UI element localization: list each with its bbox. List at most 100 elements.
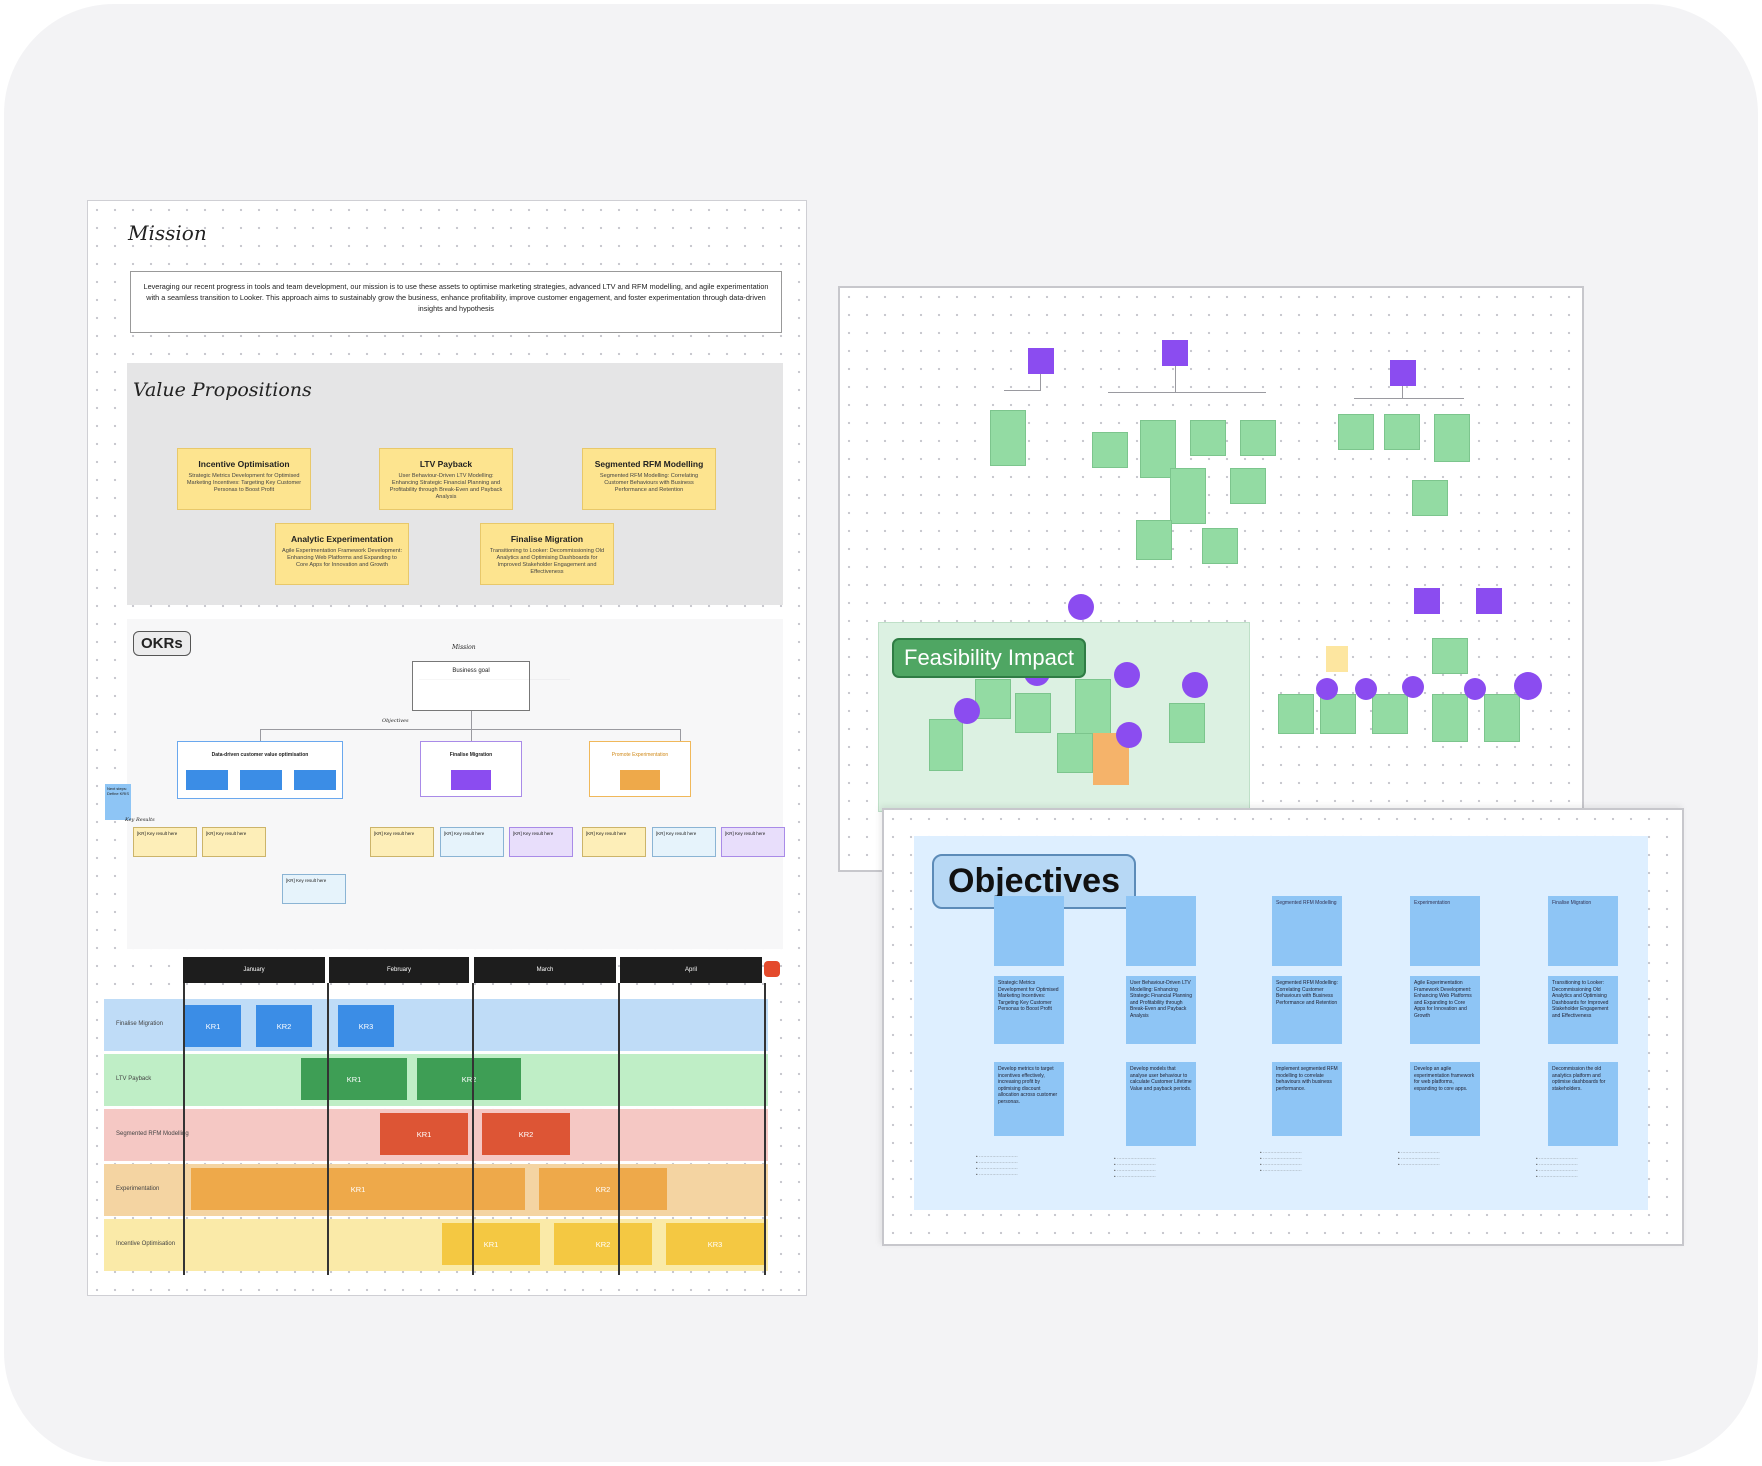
dot-marker[interactable] (1316, 678, 1338, 700)
idea-sticky[interactable] (1434, 414, 1470, 462)
dot-marker[interactable] (1182, 672, 1208, 698)
idea-sticky[interactable] (1412, 480, 1448, 516)
idea-sticky[interactable] (1092, 432, 1128, 468)
lane-incentive-optimisation[interactable]: Incentive Optimisation KR1 KR2 KR3 (104, 1219, 768, 1271)
dot-marker[interactable] (1464, 678, 1486, 700)
kr-card[interactable]: [KR] Key result here (721, 827, 785, 857)
lane-ltv-payback[interactable]: LTV Payback KR1 KR2 (104, 1054, 768, 1106)
okrs-section[interactable]: OKRs Mission Business goal ·············… (105, 619, 785, 949)
idea-sticky[interactable] (929, 719, 963, 771)
idea-sticky[interactable] (1170, 468, 1206, 524)
kr-card[interactable]: [KR] Key result here (133, 827, 197, 857)
business-goal-card[interactable]: Business goal ··························… (412, 661, 570, 711)
vp-card-incentive[interactable]: Incentive Optimisation Strategic Metrics… (177, 448, 311, 510)
idea-sticky[interactable] (1278, 694, 1314, 734)
kr-bar[interactable]: KR2 (482, 1113, 570, 1155)
objective-detail-card[interactable]: Decommission the old analytics platform … (1548, 1062, 1618, 1146)
lane-segmented-rfm[interactable]: Segmented RFM Modelling KR1 KR2 (104, 1109, 768, 1161)
objective-detail-card[interactable]: Implement segmented RFM modelling to cor… (1272, 1062, 1342, 1136)
objective-statement-card[interactable]: Segmented RFM Modelling: Correlating Cus… (1272, 976, 1342, 1044)
idea-sticky[interactable] (1190, 420, 1226, 456)
objective-kr-block[interactable] (294, 770, 336, 790)
idea-sticky[interactable] (1240, 420, 1276, 456)
objectives-area[interactable]: Objectives Strategic Metrics Development… (914, 836, 1648, 1210)
idea-sticky[interactable] (1338, 414, 1374, 450)
idea-sticky[interactable] (1140, 420, 1176, 478)
objective-box-data-driven[interactable]: Data-driven customer value optimisation (177, 741, 343, 799)
dot-marker[interactable] (1114, 662, 1140, 688)
kr-bar[interactable]: KR3 (666, 1223, 764, 1265)
feasibility-impact-label[interactable]: Feasibility Impact (892, 638, 1086, 678)
next-steps-sticky[interactable]: Next steps: Define KRIS (105, 784, 131, 820)
roadmap[interactable]: January February March April Finalise Mi… (104, 957, 788, 1277)
idea-sticky[interactable] (1169, 703, 1205, 743)
idea-sticky[interactable] (990, 410, 1026, 466)
kr-card[interactable]: [KR] Key result here (582, 827, 646, 857)
idea-sticky[interactable] (1057, 733, 1093, 773)
objective-statement-card[interactable]: User Behaviour-Driven LTV Modelling: Enh… (1126, 976, 1196, 1044)
idea-sticky[interactable] (1320, 694, 1356, 734)
kr-bar[interactable]: KR2 (539, 1168, 667, 1210)
idea-sticky[interactable] (1136, 520, 1172, 560)
mindmap-board[interactable]: Feasibility Impact (838, 286, 1584, 872)
topic-node[interactable] (1028, 348, 1054, 374)
vp-card-rfm[interactable]: Segmented RFM Modelling Segmented RFM Mo… (582, 448, 716, 510)
kr-card[interactable]: [KR] Key result here (509, 827, 573, 857)
objective-box-finalise-migration[interactable]: Finalise Migration (420, 741, 522, 797)
objective-kr-block[interactable] (620, 770, 660, 790)
objective-detail-card[interactable]: Develop models that analyse user behavio… (1126, 1062, 1196, 1146)
kr-bar[interactable]: KR1 (380, 1113, 468, 1155)
objective-header-card[interactable] (1126, 896, 1196, 966)
dot-marker[interactable] (1116, 722, 1142, 748)
lane-experimentation[interactable]: Experimentation KR1 KR2 (104, 1164, 768, 1216)
kr-bar[interactable]: KR2 (417, 1058, 521, 1100)
objective-box-promote-experimentation[interactable]: Promote Experimentation (589, 741, 691, 797)
idea-sticky[interactable] (1326, 646, 1348, 672)
objective-kr-block[interactable] (186, 770, 228, 790)
objective-header-card[interactable]: Finalise Migration (1548, 896, 1618, 966)
objective-statement-card[interactable]: Transitioning to Looker: Decommissioning… (1548, 976, 1618, 1044)
objective-statement-card[interactable]: Strategic Metrics Development for Optimi… (994, 976, 1064, 1044)
objectives-label[interactable]: Objectives (932, 854, 1136, 909)
value-propositions-section[interactable]: Value Propositions Incentive Optimisatio… (127, 363, 783, 605)
vp-card-migration[interactable]: Finalise Migration Transitioning to Look… (480, 523, 614, 585)
kr-bar[interactable]: KR2 (554, 1223, 652, 1265)
idea-sticky[interactable] (1202, 528, 1238, 564)
kr-card[interactable]: [KR] Key result here (282, 874, 346, 904)
kr-card[interactable]: [KR] Key result here (652, 827, 716, 857)
vp-card-experimentation[interactable]: Analytic Experimentation Agile Experimen… (275, 523, 409, 585)
objective-statement-card[interactable]: Agile Experimentation Framework Developm… (1410, 976, 1480, 1044)
topic-node[interactable] (1414, 588, 1440, 614)
kr-bar[interactable]: KR3 (338, 1005, 394, 1047)
strategy-board[interactable]: Mission Leveraging our recent progress i… (87, 200, 807, 1296)
roadmap-marker-icon[interactable] (764, 961, 780, 977)
dot-marker[interactable] (1355, 678, 1377, 700)
idea-sticky[interactable] (1432, 694, 1468, 742)
objective-header-card[interactable]: Experimentation (1410, 896, 1480, 966)
objective-detail-card[interactable]: Develop an agile experimentation framewo… (1410, 1062, 1480, 1136)
objective-header-card[interactable] (994, 896, 1064, 966)
kr-bar[interactable]: KR1 (185, 1005, 241, 1047)
objectives-board[interactable]: Objectives Strategic Metrics Development… (882, 808, 1684, 1246)
objective-kr-block[interactable] (451, 770, 491, 790)
idea-sticky[interactable] (1384, 414, 1420, 450)
topic-node[interactable] (1390, 360, 1416, 386)
idea-sticky[interactable] (975, 679, 1011, 719)
kr-bar[interactable]: KR1 (301, 1058, 407, 1100)
vp-card-ltv[interactable]: LTV Payback User Behaviour-Driven LTV Mo… (379, 448, 513, 510)
mission-text-box[interactable]: Leveraging our recent progress in tools … (130, 271, 782, 333)
dot-marker[interactable] (1514, 672, 1542, 700)
idea-sticky[interactable] (1230, 468, 1266, 504)
objective-detail-card[interactable]: Develop metrics to target incentives eff… (994, 1062, 1064, 1136)
idea-sticky[interactable] (1372, 694, 1408, 734)
lane-finalise-migration[interactable]: Finalise Migration KR1 KR2 KR3 (104, 999, 768, 1051)
kr-card[interactable]: [KR] Key result here (370, 827, 434, 857)
objective-header-card[interactable]: Segmented RFM Modelling (1272, 896, 1342, 966)
kr-card[interactable]: [KR] Key result here (440, 827, 504, 857)
idea-sticky[interactable] (1432, 638, 1468, 674)
dot-marker[interactable] (1402, 676, 1424, 698)
kr-bar[interactable]: KR1 (191, 1168, 525, 1210)
topic-node[interactable] (1476, 588, 1502, 614)
idea-sticky[interactable] (1015, 693, 1051, 733)
kr-bar[interactable]: KR1 (442, 1223, 540, 1265)
